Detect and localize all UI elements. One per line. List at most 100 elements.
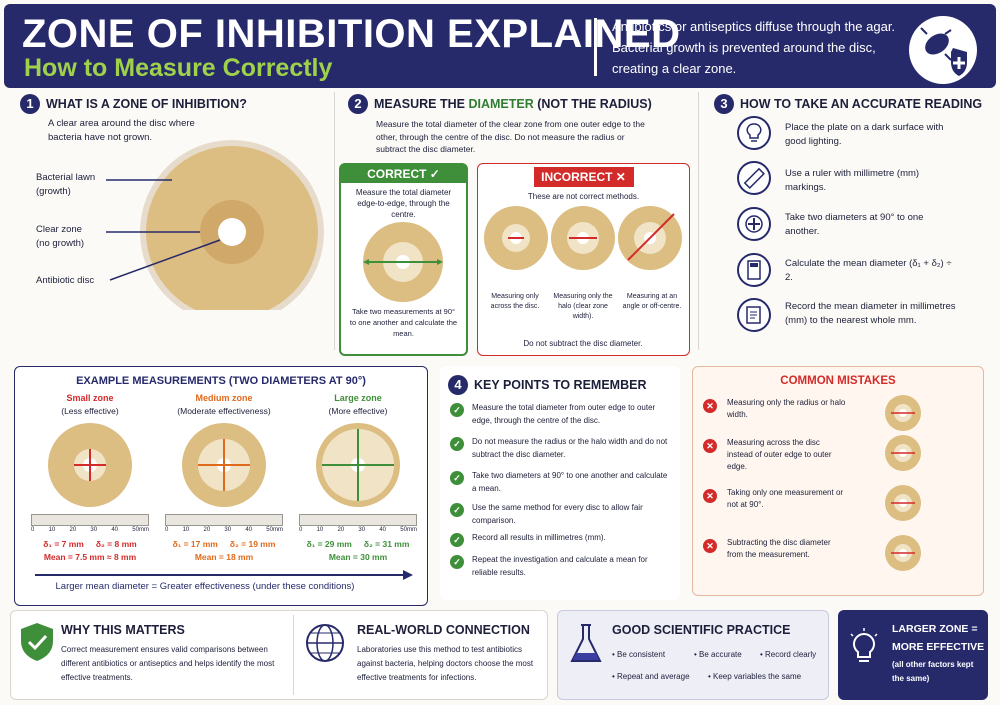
check-icon: ✓ — [450, 437, 464, 451]
section-3-number: 3 — [714, 94, 734, 114]
divider — [698, 92, 699, 350]
check-icon: ✓ — [450, 403, 464, 417]
incorrect-label: INCORRECT ✕ — [533, 167, 634, 187]
good-item-5: • Keep variables the same — [708, 672, 802, 681]
mistakes-title: COMMON MISTAKES — [780, 375, 896, 387]
section-1-intro: A clear area around the disc where bacte… — [48, 118, 195, 143]
mistake-text: Subtracting the disc diameter from the m… — [727, 538, 831, 559]
mistake-diagram — [885, 395, 921, 431]
why-text: Correct measurement ensures valid compar… — [61, 645, 275, 682]
example-name: Large zone — [334, 393, 382, 403]
section-2-heading-b: DIAMETER — [468, 97, 534, 112]
incorrect-item-1: Measuring only across the disc. — [490, 293, 540, 310]
step-3-text: Take two diameters at 90° to one another… — [785, 212, 924, 237]
section-4-number: 4 — [448, 375, 468, 395]
example-d1: δ₁ = 7 mm — [43, 539, 84, 549]
correct-panel: CORRECT ✓ Measure the total diameter edg… — [339, 163, 468, 356]
ruler-tick: 20 — [69, 527, 77, 533]
page-title: ZONE OF INHIBITION EXPLAINED — [22, 12, 681, 56]
examples-footer: Larger mean diameter = Greater effective… — [55, 581, 355, 592]
ruler-tick: 30 — [90, 527, 98, 533]
ruler-tick: 30 — [224, 527, 232, 533]
key-point-text: Record all results in millimetres (mm). — [472, 533, 606, 542]
ruler-tick: 10 — [182, 527, 190, 533]
ruler-tick: 0 — [299, 527, 303, 533]
mistake-item: ✕ Measuring only the radius or halo width… — [703, 395, 973, 439]
check-icon: ✓ — [450, 555, 464, 569]
x-icon: ✕ — [703, 489, 717, 503]
ruler-tick: 50mm — [400, 527, 417, 533]
examples-panel: EXAMPLE MEASUREMENTS (TWO DIAMETERS AT 9… — [14, 366, 428, 606]
larger-sub: (all other factors kept the same) — [892, 660, 974, 683]
ruler-tick: 10 — [316, 527, 324, 533]
incorrect-dish-diagrams — [484, 206, 682, 270]
header-banner: ZONE OF INHIBITION EXPLAINED How to Meas… — [4, 4, 996, 88]
page-subtitle: How to Measure Correctly — [24, 54, 333, 82]
ruler-tick: 40 — [245, 527, 253, 533]
section-2-number: 2 — [348, 94, 368, 114]
example-dish — [48, 423, 132, 507]
ruler-tick: 40 — [379, 527, 387, 533]
ruler-icon — [299, 514, 417, 526]
ruler-tick: 20 — [203, 527, 211, 533]
example-dish — [316, 423, 400, 507]
shield-check-icon — [19, 621, 55, 668]
divider — [293, 615, 294, 695]
example-d1: δ₁ = 29 mm — [306, 539, 352, 549]
good-title: GOOD SCIENTIFIC PRACTICE — [612, 623, 791, 637]
x-icon: ✕ — [703, 399, 717, 413]
arrow-icon — [35, 570, 413, 580]
example-desc: (Moderate effectiveness) — [177, 406, 271, 416]
step-2-text: Use a ruler with millimetre (mm) marking… — [785, 168, 920, 193]
correct-label: CORRECT ✓ — [341, 165, 466, 183]
section-2-heading-a: MEASURE THE — [374, 97, 469, 112]
label-lawn-line2: (growth) — [36, 186, 71, 197]
larger-zone-panel: LARGER ZONE =MORE EFFECTIVE (all other f… — [838, 610, 988, 700]
good-item-4: • Repeat and average — [612, 672, 690, 681]
ruler-icon — [737, 161, 771, 195]
step-4-text: Calculate the mean diameter (δ₁ + δ₂) ÷ … — [785, 258, 952, 283]
check-icon: ✓ — [450, 503, 464, 517]
mistake-text: Measuring only the radius or halo width. — [727, 398, 846, 419]
example-d2: δ₂ = 19 mm — [229, 539, 276, 549]
divider — [334, 92, 335, 350]
lightbulb-icon — [846, 626, 882, 675]
good-item-2: • Be accurate — [694, 650, 742, 659]
good-item-1: • Be consistent — [612, 650, 666, 659]
key-point-text: Use the same method for every disc to al… — [472, 503, 643, 525]
mistake-diagram — [885, 435, 921, 471]
x-icon: ✕ — [703, 439, 717, 453]
common-mistakes-panel: COMMON MISTAKES ✕ Measuring only the radi… — [692, 366, 984, 596]
ruler-tick: 50mm — [266, 527, 283, 533]
ruler-tick: 10 — [48, 527, 56, 533]
ruler-tick: 40 — [111, 527, 119, 533]
examples-title: EXAMPLE MEASUREMENTS (TWO DIAMETERS AT 9… — [76, 375, 366, 387]
step-5-text: Record the mean diameter in millimetres … — [785, 301, 956, 326]
label-clear-zone: Clear zone(no growth) — [36, 223, 84, 251]
check-icon: ✓ — [450, 533, 464, 547]
incorrect-footer: Do not subtract the disc diameter. — [523, 339, 643, 348]
section-4-heading: KEY POINTS TO REMEMBER — [474, 378, 647, 393]
check-icon: ✓ — [450, 471, 464, 485]
crosshair-icon — [737, 207, 771, 241]
larger-title: LARGER ZONE =MORE EFFECTIVE — [892, 620, 984, 656]
notepad-icon — [737, 298, 771, 332]
example-dish — [182, 423, 266, 507]
bacteria-shield-icon — [909, 16, 977, 84]
good-item-3: • Record clearly — [760, 650, 817, 659]
mistake-item: ✕Taking only one measurement or not at 9… — [703, 485, 973, 529]
example-mean: Mean = 7.5 mm ≈ 8 mm — [43, 552, 137, 562]
correct-dish-diagram — [363, 222, 443, 302]
mistake-item: ✕Subtracting the disc diameter from the … — [703, 535, 973, 579]
key-point-text: Take two diameters at 90° to one another… — [472, 471, 668, 493]
section-2-intro: Measure the total diameter of the clear … — [376, 119, 645, 154]
